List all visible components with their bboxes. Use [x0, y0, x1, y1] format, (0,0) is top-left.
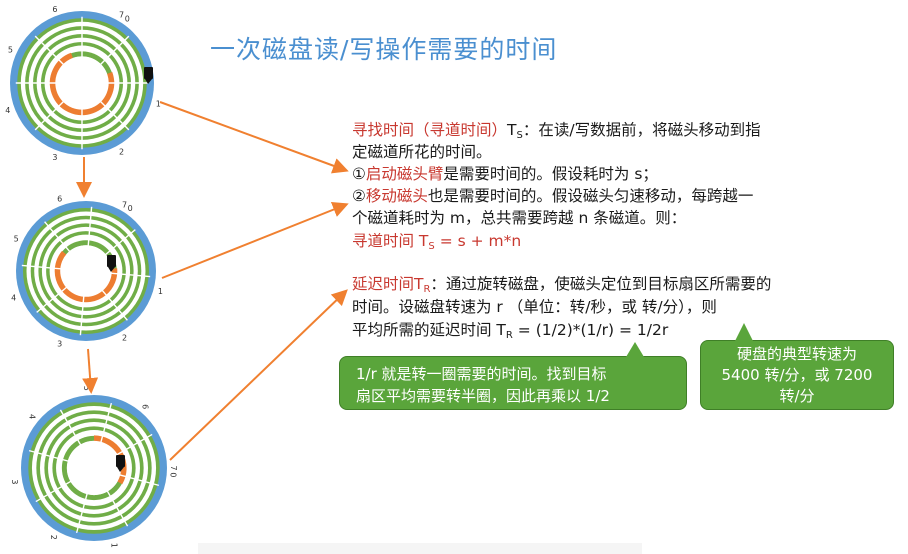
seek-formula-label: 寻道时间 T — [352, 232, 429, 250]
sector-label: 1 — [158, 287, 163, 296]
head-tip-icon — [117, 467, 124, 472]
sector-label: 6 — [57, 195, 62, 204]
page-title: 一次磁盘读/写操作需要的时间 — [210, 35, 558, 64]
sector-label: 4 — [11, 293, 16, 302]
sector-label: 1 — [110, 543, 119, 548]
sector-label: 0 — [128, 204, 133, 213]
arrow-disk1-to-seek — [159, 101, 349, 174]
disk-center — [55, 56, 109, 110]
latency-desc-2: 时间。设磁盘转速为 r （单位：转/秒，或 转/分），则 — [352, 298, 717, 316]
sector-label: 3 — [52, 153, 57, 162]
sector-label: 6 — [52, 5, 57, 14]
sector-label: 4 — [5, 106, 10, 115]
seek-item2-rest: 也是需要时间的。假设磁头匀速移动，每跨越一 — [427, 187, 754, 205]
read-write-head-icon — [107, 255, 116, 267]
latency-term: 延迟时间T — [352, 275, 424, 293]
sector-label: 0 — [125, 14, 130, 23]
disk-2: 0 1 2 3 4 5 6 7 — [11, 195, 163, 349]
latency-avg-sub: R — [505, 330, 513, 341]
seek-item1-num: ① — [352, 165, 366, 183]
target-track-highlight — [49, 52, 115, 116]
callout-left-line-1: 1/r 就是转一圈需要的时间。找到目标 — [356, 365, 607, 383]
head-tip-icon — [108, 267, 115, 272]
sector-label: 6 — [140, 404, 149, 409]
seek-desc-1: ：在读/写数据前，将磁头移动到指 — [522, 121, 761, 139]
sector-label: 3 — [57, 339, 62, 348]
read-write-head-icon — [116, 455, 125, 467]
sector-label: 7 — [119, 11, 124, 20]
sector-label: 7 — [122, 200, 127, 209]
seek-line-1: 寻找时间（寻道时间）TS：在读/写数据前，将磁头移动到指 — [352, 120, 761, 146]
sector-label: 3 — [10, 479, 19, 484]
seek-item2-term: 移动磁头 — [365, 187, 428, 205]
bottom-strip — [198, 543, 642, 554]
sector-label: 2 — [49, 535, 58, 540]
arrow-disk3-to-latency — [169, 289, 348, 461]
sector-label: 1 — [156, 99, 161, 108]
latency-avg: 平均所需的延迟时间 TR = (1/2)*(1/r) = 1/2r — [352, 320, 668, 346]
seek-desc-2: 定磁道所花的时间。 — [352, 143, 492, 161]
latency-desc-1: ：通过旋转磁盘，使磁头定位到目标扇区所需要的 — [430, 275, 772, 293]
arrow-disk2-to-seek — [161, 202, 349, 279]
latency-avg-rest: = (1/2)*(1/r) = 1/2r — [512, 321, 669, 339]
callout-left-line-2: 扇区平均需要转半圈，因此再乘以 1/2 — [356, 387, 610, 405]
callout-right-line-3: 转/分 — [779, 387, 815, 405]
latency-avg-prefix: 平均所需的延迟时间 T — [352, 321, 506, 339]
seek-item1-term: 启动磁头臂 — [365, 165, 444, 183]
seek-item-2: ②移动磁头也是需要时间的。假设磁头匀速移动，每跨越一 — [352, 186, 753, 207]
latency-line-1: 延迟时间TR：通过旋转磁盘，使磁头定位到目标扇区所需要的 — [352, 274, 771, 300]
seek-symbol-sub: S — [516, 130, 523, 141]
callout-half-rotation: 1/r 就是转一圈需要的时间。找到目标 扇区平均需要转半圈，因此再乘以 1/2 — [339, 342, 687, 410]
seek-term: 寻找时间（寻道时间） — [352, 121, 508, 139]
callout-right-line-1: 硬盘的典型转速为 — [736, 345, 857, 363]
seek-item1-rest: 是需要时间的。假设耗时为 s； — [443, 165, 658, 183]
disk-center — [66, 440, 122, 496]
sector-label: 2 — [122, 334, 127, 343]
sector-label: 7 — [169, 465, 178, 470]
read-write-head-icon — [144, 67, 153, 79]
sector-label: 4 — [28, 414, 37, 419]
callout-typical-speed: 硬盘的典型转速为 5400 转/分，或 7200 转/分 — [700, 323, 894, 410]
disk-1: 0 1 2 3 4 5 6 7 — [5, 5, 161, 162]
sector-label: 5 — [14, 234, 19, 243]
sector-label: 2 — [119, 147, 124, 156]
callout-right-line-2: 5400 转/分，或 7200 — [721, 366, 873, 384]
disk-center — [60, 245, 112, 297]
arrow-disk2-to-disk3 — [82, 348, 99, 394]
seek-formula-rest: = s + m*n — [434, 232, 522, 250]
seek-item2-line-2: 个磁道耗时为 m，总共需要跨越 n 条磁道。则： — [352, 209, 687, 227]
sector-label: 0 — [169, 472, 178, 477]
seek-formula: 寻道时间 TS = s + m*n — [352, 231, 521, 257]
seek-item2-num: ② — [352, 187, 366, 205]
head-tip-icon — [145, 79, 152, 84]
target-track-highlight — [54, 250, 118, 303]
latency-term-sub: R — [423, 284, 431, 295]
seek-formula-sub: S — [428, 241, 435, 252]
seek-symbol: T — [507, 121, 517, 139]
seek-item-1: ①启动磁头臂是需要时间的。假设耗时为 s； — [352, 164, 658, 185]
sector-label: 5 — [8, 46, 13, 55]
